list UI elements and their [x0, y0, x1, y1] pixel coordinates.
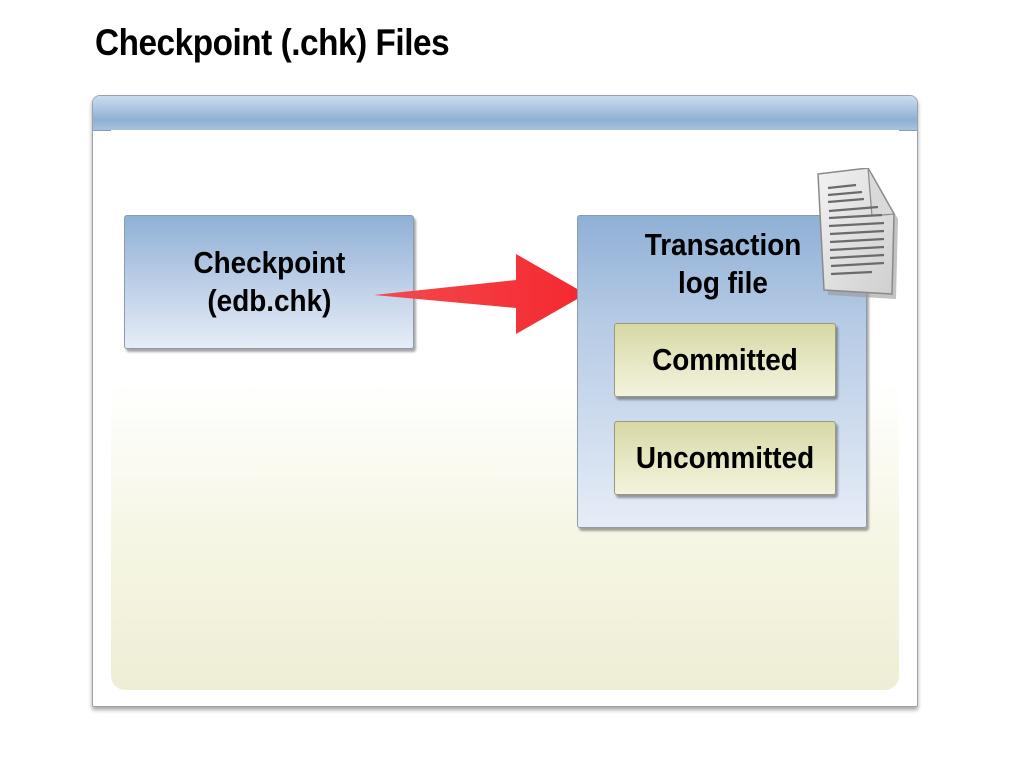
transaction-log-label: Transaction log file — [620, 226, 827, 302]
arrow-icon — [374, 254, 586, 334]
arrow-shape — [374, 254, 586, 334]
checkpoint-label-line1: Checkpoint — [193, 245, 345, 280]
committed-box: Committed — [614, 323, 836, 397]
uncommitted-label: Uncommitted — [635, 440, 815, 475]
checkpoint-label-line2: (edb.chk) — [206, 283, 332, 318]
uncommitted-box: Uncommitted — [614, 421, 836, 495]
transaction-log-label-line1: Transaction — [644, 227, 802, 262]
checkpoint-box: Checkpoint (edb.chk) — [124, 215, 414, 349]
checkpoint-label: Checkpoint (edb.chk) — [193, 244, 345, 320]
committed-label: Committed — [652, 342, 798, 377]
slide-title: Checkpoint (.chk) Files — [95, 22, 450, 63]
transaction-log-label-line2: log file — [678, 265, 768, 300]
document-icon — [817, 168, 898, 299]
panel-header — [93, 96, 917, 131]
